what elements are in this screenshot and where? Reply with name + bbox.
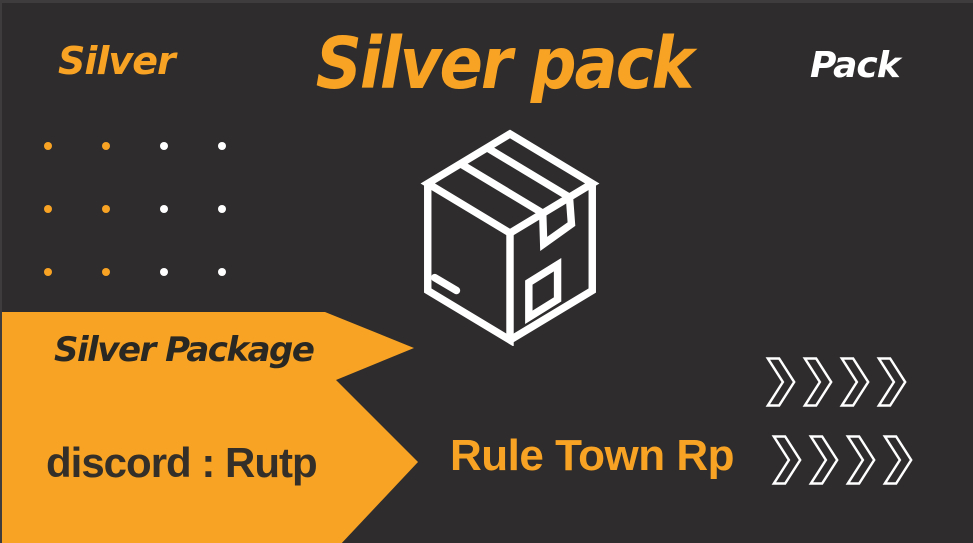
dot-decoration [102,205,110,213]
package-box-icon [414,124,606,346]
chevron-right-icon [802,357,833,407]
chevron-right-icon [876,357,907,407]
dot-decoration [102,268,110,276]
dot-decoration [102,142,110,150]
dot-decoration [44,205,52,213]
dot-decoration [218,205,226,213]
dot-decoration [160,205,168,213]
chevron-right-icon [771,435,802,485]
ribbon-shape [2,312,418,543]
dot-decoration [218,268,226,276]
dot-decoration [160,268,168,276]
header-label-pack: Pack [810,45,901,86]
chevron-right-icon [839,357,870,407]
dot-decoration [160,142,168,150]
dot-decoration [44,268,52,276]
chevron-right-icon [808,435,839,485]
chevron-row-bottom [771,433,914,487]
discord-contact-text: discord : Rutp [46,439,318,486]
dot-grid-decoration [44,142,276,331]
server-name-text: Rule Town Rp [450,431,735,480]
chevron-right-icon [765,357,796,407]
ribbon-heading: Silver Package [54,330,315,370]
header-label-silver: Silver [58,39,176,83]
chevron-right-icon [882,435,913,485]
chevron-right-icon [845,435,876,485]
chevron-row-top [765,355,908,409]
page-title: Silver pack [315,23,694,106]
dot-decoration [218,142,226,150]
dot-decoration [44,142,52,150]
